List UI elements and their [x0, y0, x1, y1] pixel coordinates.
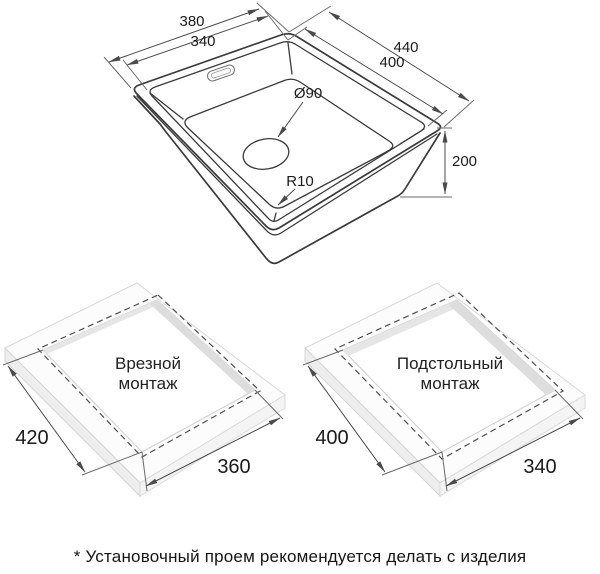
cutout-wall-back-right — [449, 300, 555, 395]
dim-drain-diameter: Ø90 — [277, 85, 322, 138]
mount-title-line1: Подстольный — [397, 354, 503, 373]
dim-d90-label: Ø90 — [294, 85, 322, 102]
installation-footnote: * Установочный проем рекомендуется делат… — [73, 547, 527, 566]
dim-cutout-side: 400 — [302, 349, 443, 476]
cutout-wall-back-right — [150, 300, 255, 394]
mount-title-line2: монтаж — [119, 374, 179, 393]
dim-cutout-front: 340 — [441, 389, 584, 492]
dim-inner-length: 400 — [287, 26, 448, 127]
sink-bowl-bottom — [184, 78, 394, 209]
sink-rim-edge — [136, 95, 438, 236]
dim-340-label: 340 — [190, 33, 215, 50]
dim-cutout-front: 360 — [141, 389, 284, 492]
dim-r10-label: R10 — [286, 173, 314, 190]
mount-title-line2: монтаж — [421, 374, 481, 393]
dim-depth: 200 — [400, 127, 477, 198]
dim-corner-radius: R10 — [277, 173, 314, 206]
cutout-wall-back-left — [43, 300, 160, 354]
dim-400-label: 400 — [315, 427, 348, 449]
undermount-diagram: Подстольный монтаж 400 340 — [302, 282, 586, 500]
dim-380-label: 380 — [179, 13, 204, 30]
sink-outline-dashed — [36, 294, 262, 458]
dim-400-label: 400 — [379, 54, 404, 71]
sink-bowl-opening — [149, 41, 426, 222]
dim-340-label: 340 — [523, 456, 556, 478]
sink-bowl-wall-edges — [149, 42, 425, 222]
cutout-wall-back-left — [343, 300, 461, 356]
dim-420-label: 420 — [15, 427, 48, 449]
dim-cutout-side: 420 — [2, 349, 143, 476]
sink-body-outline — [133, 95, 441, 265]
dim-200-label: 200 — [452, 153, 477, 170]
sink-outline-dashed — [333, 292, 565, 460]
inset-mount-diagram: Врезной монтаж 420 360 — [2, 282, 286, 500]
sink-drain-hole — [242, 138, 290, 170]
sink-isometric-drawing: 380 340 440 400 200 Ø90 — [103, 2, 477, 265]
dim-360-label: 360 — [217, 456, 250, 478]
mount-title-line1: Врезной — [115, 354, 181, 373]
brand-badge — [206, 64, 236, 82]
dim-inner-width: 340 — [122, 10, 289, 91]
